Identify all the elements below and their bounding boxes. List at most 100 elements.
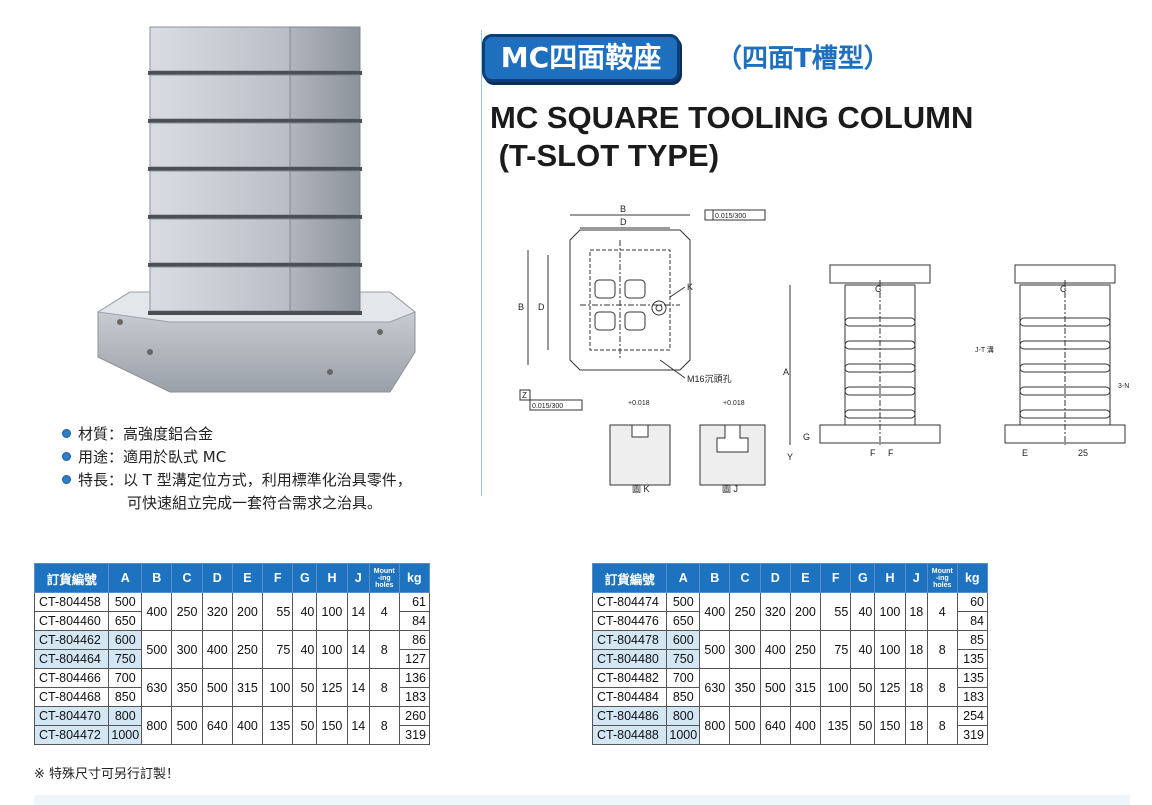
weight-cell: 135 [956,649,989,669]
dim-e-cell: 250 [231,630,264,669]
dim-c-cell: 250 [729,592,761,631]
3n-label: 3-N [1118,383,1129,390]
dim-m-cell: 8 [926,630,958,669]
dim-h-cell: 100 [316,592,348,631]
column-block-side [289,26,361,72]
column-block-side [289,266,361,312]
dim-c-cell: 500 [171,706,203,745]
weight-cell: 84 [956,611,989,631]
col-j: J [904,563,928,593]
col-h: H [874,563,906,593]
order-number-cell: CT-804474 [591,592,668,612]
order-number-cell: CT-804472 [33,725,110,745]
dim-a-cell: 750 [666,649,701,669]
drawing-slot [1019,317,1111,327]
weight-cell: 254 [956,706,989,726]
dim-e-cell: 400 [231,706,264,745]
dim-b-cell: 630 [699,668,731,707]
dim-f-cell: 100 [820,668,852,707]
col-kg: kg [398,563,431,593]
dim-b-vert-label: B [518,302,524,312]
dim-m-cell: 8 [926,668,958,707]
t-slot [148,71,362,75]
order-number-cell: CT-804484 [591,687,668,707]
order-number-cell: CT-804468 [33,687,110,707]
dim-h-cell: 125 [874,668,906,707]
dim-f-cell: 75 [820,630,852,669]
dim-c-cell: 300 [729,630,761,669]
dim-a-cell: 850 [666,687,701,707]
e-label: E [1022,448,1028,458]
feature-material: 材質：高強度鋁合金 [78,425,214,443]
col-h: H [316,563,348,593]
dim-f-cell: 55 [820,592,852,631]
weight-cell: 85 [956,630,989,650]
dim-b-cell: 500 [699,630,731,669]
drawing-slot [1019,340,1111,350]
k-label: K [687,282,693,292]
jt-label: J-T 溝 [975,345,994,354]
dim-d-cell: 640 [201,706,233,745]
dim-c-cell: 300 [171,630,203,669]
m16-label: M16沉頭孔 [687,374,732,384]
dim-g-cell: 40 [850,592,876,631]
dim-a-cell: 700 [108,668,143,688]
dim-h-cell: 150 [874,706,906,745]
c-label: C [875,284,882,294]
col-e: E [789,563,822,593]
t-slot [148,167,362,171]
n25-label: 25 [1078,448,1088,458]
col-c: C [729,563,761,593]
dim-a-cell: 750 [108,649,143,669]
order-number-cell: CT-804466 [33,668,110,688]
column-block-side [289,218,361,264]
title-badge: MC四面鞍座 [482,34,680,82]
bullet-icon [62,452,71,461]
footer-band [34,795,1130,805]
dim-f-cell: 55 [262,592,294,631]
dim-d-cell: 400 [759,630,791,669]
dim-a-cell: 600 [666,630,701,650]
dim-m-cell: 8 [926,706,958,745]
dim-a-cell: 800 [666,706,701,726]
dim-e-cell: 200 [789,592,822,631]
dim-b-cell: 800 [141,706,173,745]
column-block [149,74,291,120]
weight-cell: 60 [956,592,989,612]
dim-a-cell: 650 [108,611,143,631]
column-block-side [289,74,361,120]
weight-cell: 84 [398,611,431,631]
dim-j-cell: 18 [904,668,928,707]
column-block [149,26,291,72]
dim-m-cell: 8 [368,668,400,707]
dim-m-cell: 8 [368,630,400,669]
t-slot [148,119,362,123]
dim-a-cell: 650 [666,611,701,631]
y-label: Y [787,452,793,462]
a-label: A [783,367,789,377]
drawing-slot [1019,363,1111,373]
order-number-cell: CT-804464 [33,649,110,669]
dim-m-cell: 4 [926,592,958,631]
t-slot [148,215,362,219]
column-block [149,218,291,264]
dim-b-cell: 500 [141,630,173,669]
english-title: MC SQUARE TOOLING COLUMN [490,100,974,135]
dim-d-label: D [620,217,627,227]
col-e: E [231,563,264,593]
dim-b-label: B [620,204,626,214]
drawing-slot [844,386,916,396]
dim-e-cell: 315 [789,668,822,707]
dim-d-cell: 320 [201,592,233,631]
dim-h-cell: 125 [316,668,348,707]
dim-d-cell: 400 [201,630,233,669]
dim-e-cell: 315 [231,668,264,707]
feature-strength-cont: 可快速組立完成一套符合需求之治具。 [127,494,383,512]
dim-b-cell: 400 [141,592,173,631]
dim-g-cell: 50 [292,668,318,707]
